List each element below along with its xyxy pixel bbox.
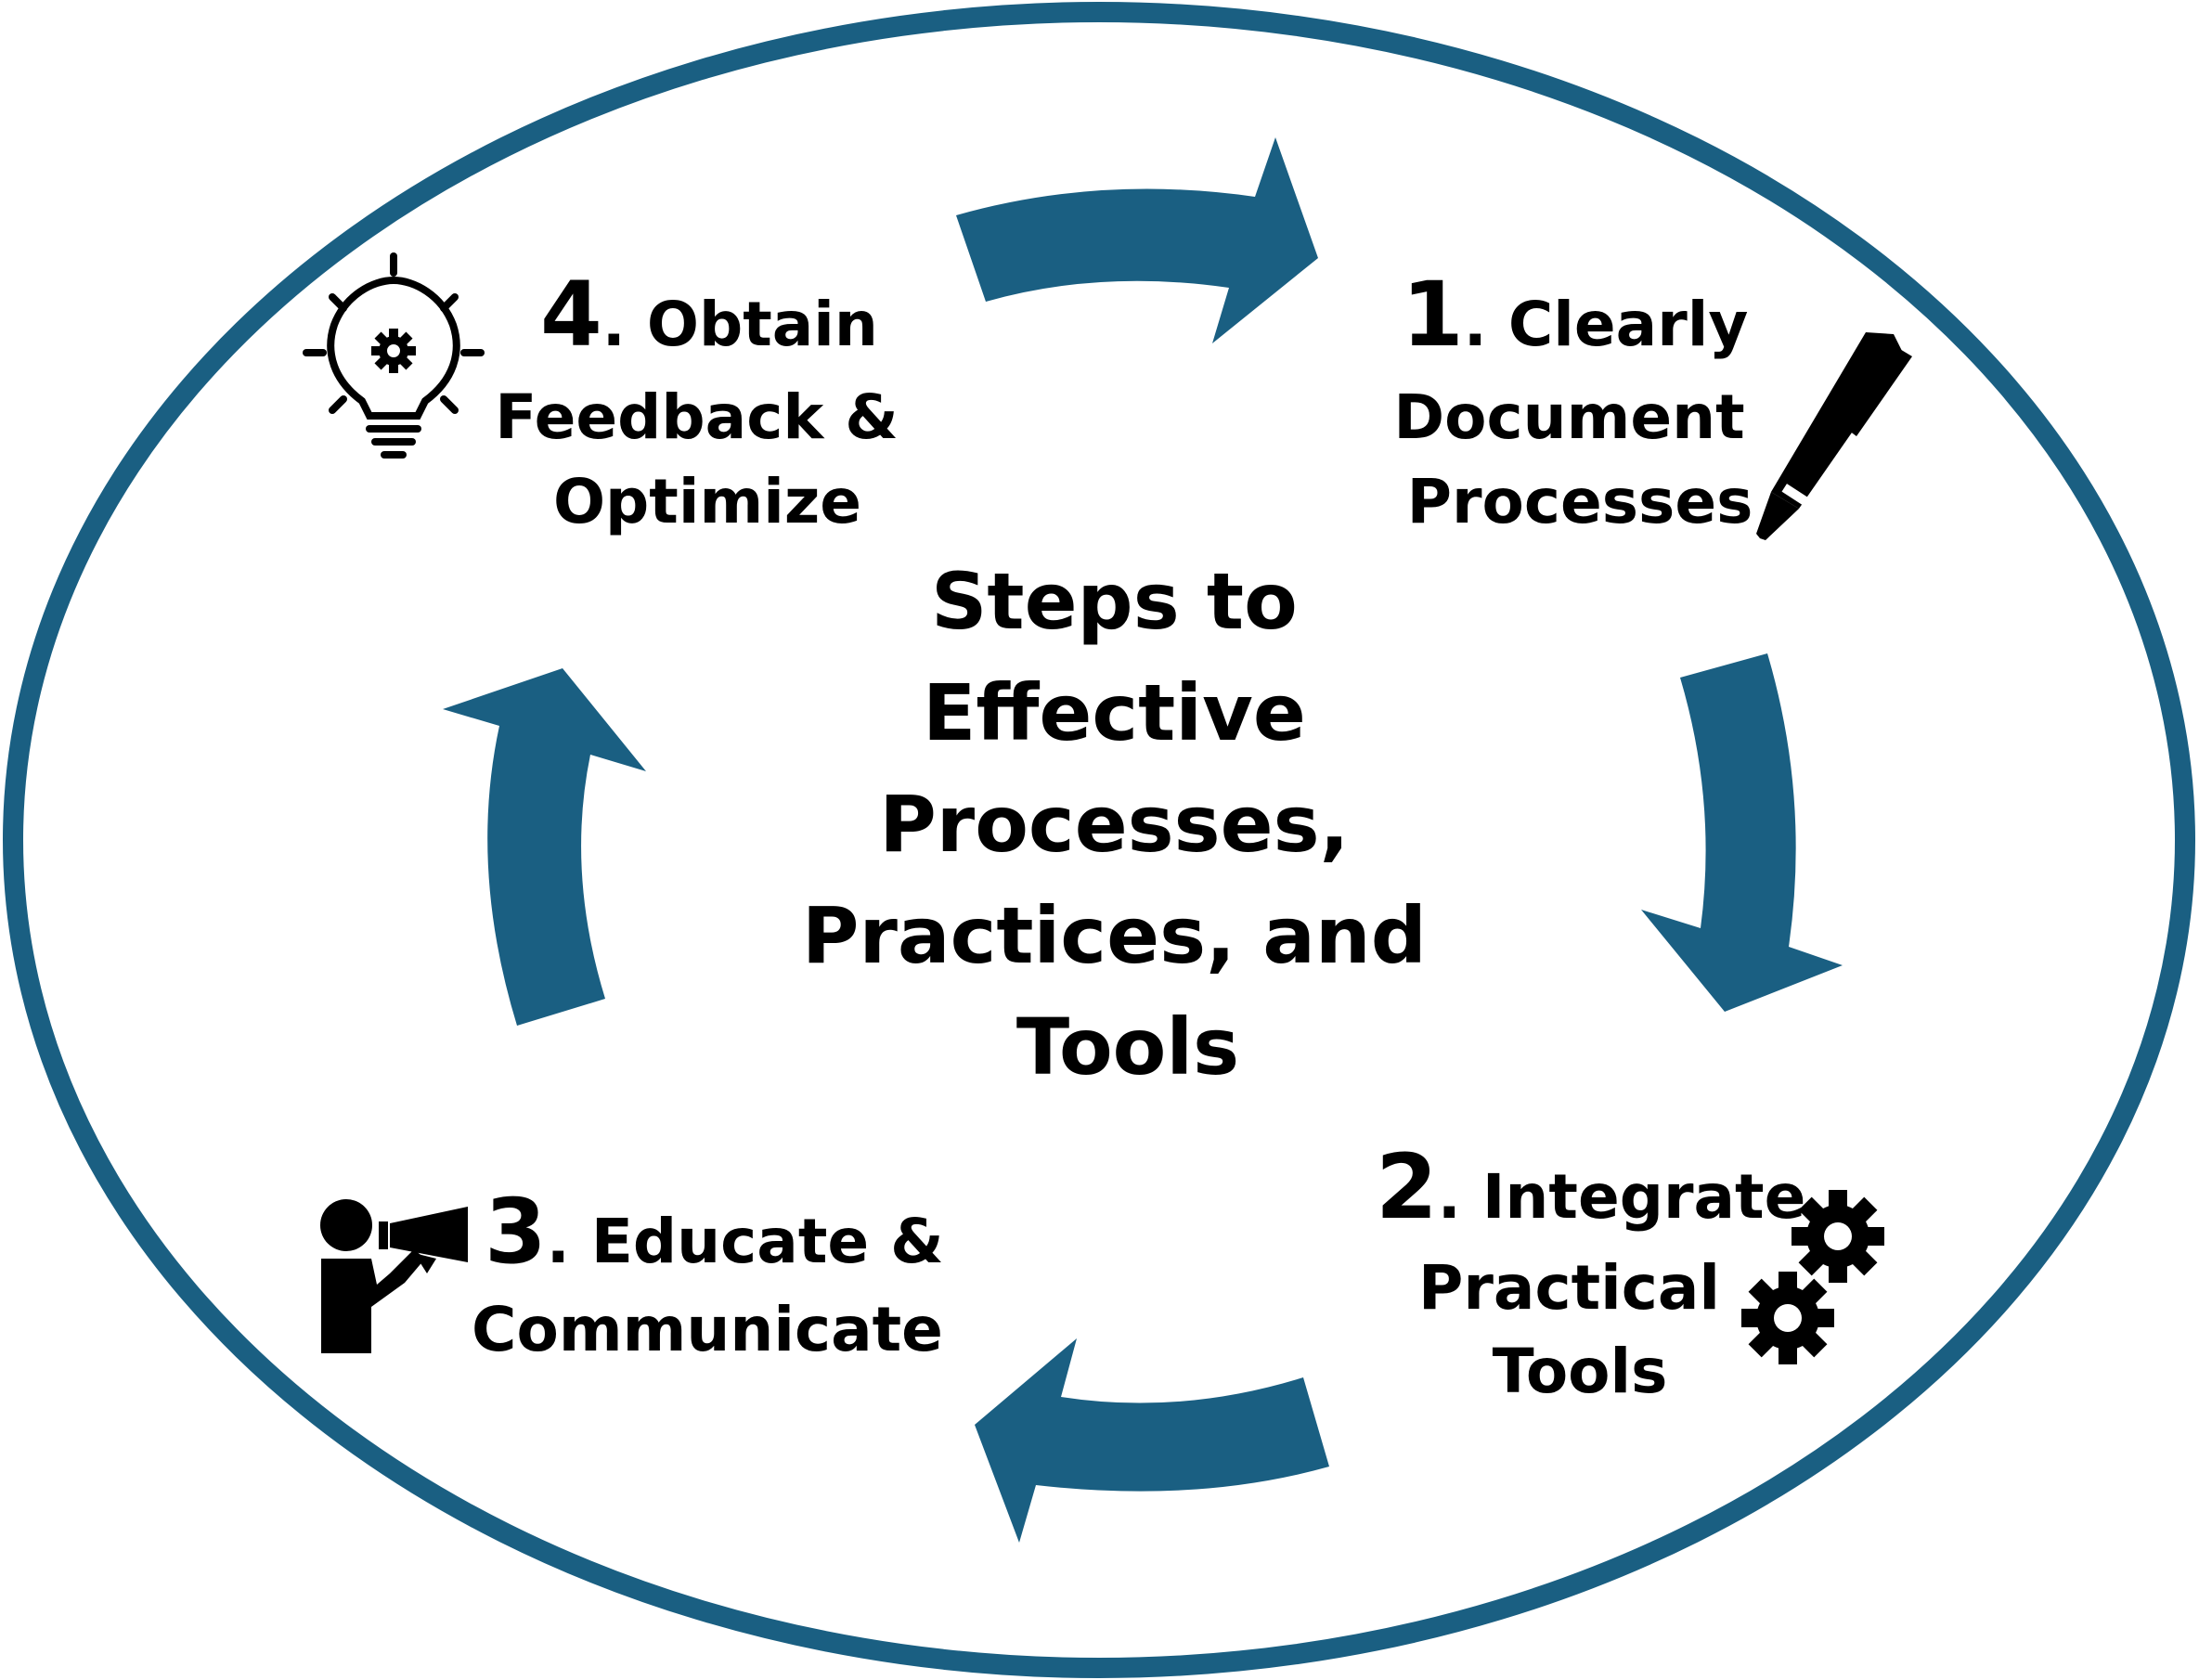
arrow-4-to-1 (956, 137, 1318, 343)
step-4-title-rest: Feedback & Optimize (495, 381, 920, 537)
step-2-title-rest: Practical Tools (1418, 1252, 1741, 1407)
megaphone-person-icon (320, 1199, 468, 1353)
step-3-title-line: Communicate (472, 1294, 943, 1365)
step-4-heading: 4. Obtain (540, 263, 878, 367)
step-2-heading: 2. Integrate (1376, 1135, 1805, 1239)
step-4-title-line: . Obtain (602, 289, 878, 360)
step-1-number: 1 (1402, 263, 1464, 367)
arrow-3-to-4 (443, 668, 646, 1026)
step-1-heading: 1. Clearly (1402, 263, 1748, 367)
arrow-2-to-3 (975, 1338, 1329, 1543)
step-2: 2. Integrate Practical Tools (1376, 1135, 1884, 1407)
center-title-line: Processes, (879, 779, 1349, 870)
step-2-number: 2 (1376, 1135, 1438, 1239)
pen-icon (1756, 332, 1912, 540)
center-title: Steps to Effective Processes, Practices,… (802, 556, 1454, 1092)
step-4: 4. Obtain Feedback & Optimize (303, 252, 920, 537)
step-2-title-line: Practical (1418, 1252, 1720, 1324)
step-4-title-line: Feedback & (495, 381, 899, 453)
step-1-title-line: Processes (1407, 466, 1753, 537)
step-1-title-line: Document (1393, 381, 1744, 453)
outer-ring (3, 2, 2195, 1678)
center-title-line: Tools (1016, 1002, 1239, 1092)
center-title-line: Effective (923, 667, 1306, 758)
step-1-title-line: . Clearly (1464, 289, 1749, 360)
step-3: 3. Educate & Communicate (320, 1180, 944, 1365)
step-3-number: 3 (485, 1180, 547, 1284)
cycle-arrows (443, 137, 1843, 1543)
step-3-title-rest: Communicate (472, 1294, 943, 1365)
step-3-heading: 3. Educate & (485, 1180, 944, 1284)
step-1: 1. Clearly Document Processes (1393, 263, 1912, 540)
step-4-title-line: Optimize (553, 466, 861, 537)
arrow-1-to-2 (1641, 653, 1843, 1012)
gears-icon (1741, 1190, 1884, 1364)
step-4-number: 4 (540, 263, 602, 367)
step-3-title-line: . Educate & (547, 1206, 944, 1277)
step-1-title-rest: Document Processes (1393, 381, 1766, 537)
step-2-title-line: . Integrate (1438, 1161, 1806, 1233)
lightbulb-gear-icon (303, 252, 485, 459)
center-title-line: Practices, and (802, 890, 1427, 981)
center-title-line: Steps to (931, 556, 1298, 647)
step-2-title-line: Tools (1493, 1336, 1668, 1407)
